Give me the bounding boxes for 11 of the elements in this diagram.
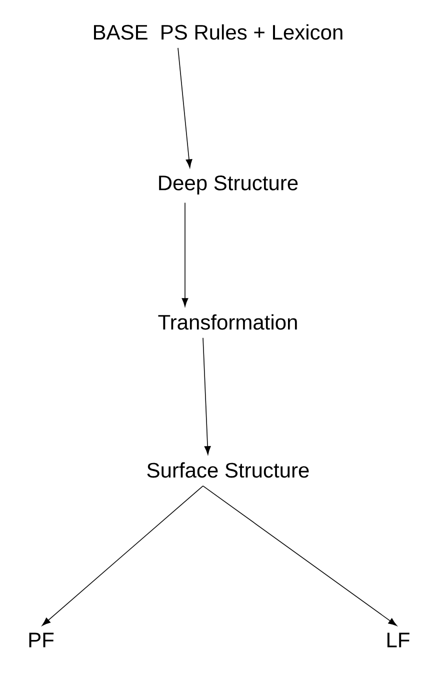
text-label: Surface Structure <box>147 462 309 478</box>
text-label: Transformation <box>158 314 297 330</box>
arrow <box>178 48 192 168</box>
text-label: PF <box>29 632 54 648</box>
text-label: BASE PS Rules + Lexicon <box>94 24 342 40</box>
arrow <box>202 338 211 455</box>
arrow <box>202 486 397 626</box>
arrow <box>182 202 188 307</box>
text-label: LF <box>387 632 410 648</box>
text-label: Deep Structure <box>159 176 298 195</box>
arrow <box>42 486 204 626</box>
